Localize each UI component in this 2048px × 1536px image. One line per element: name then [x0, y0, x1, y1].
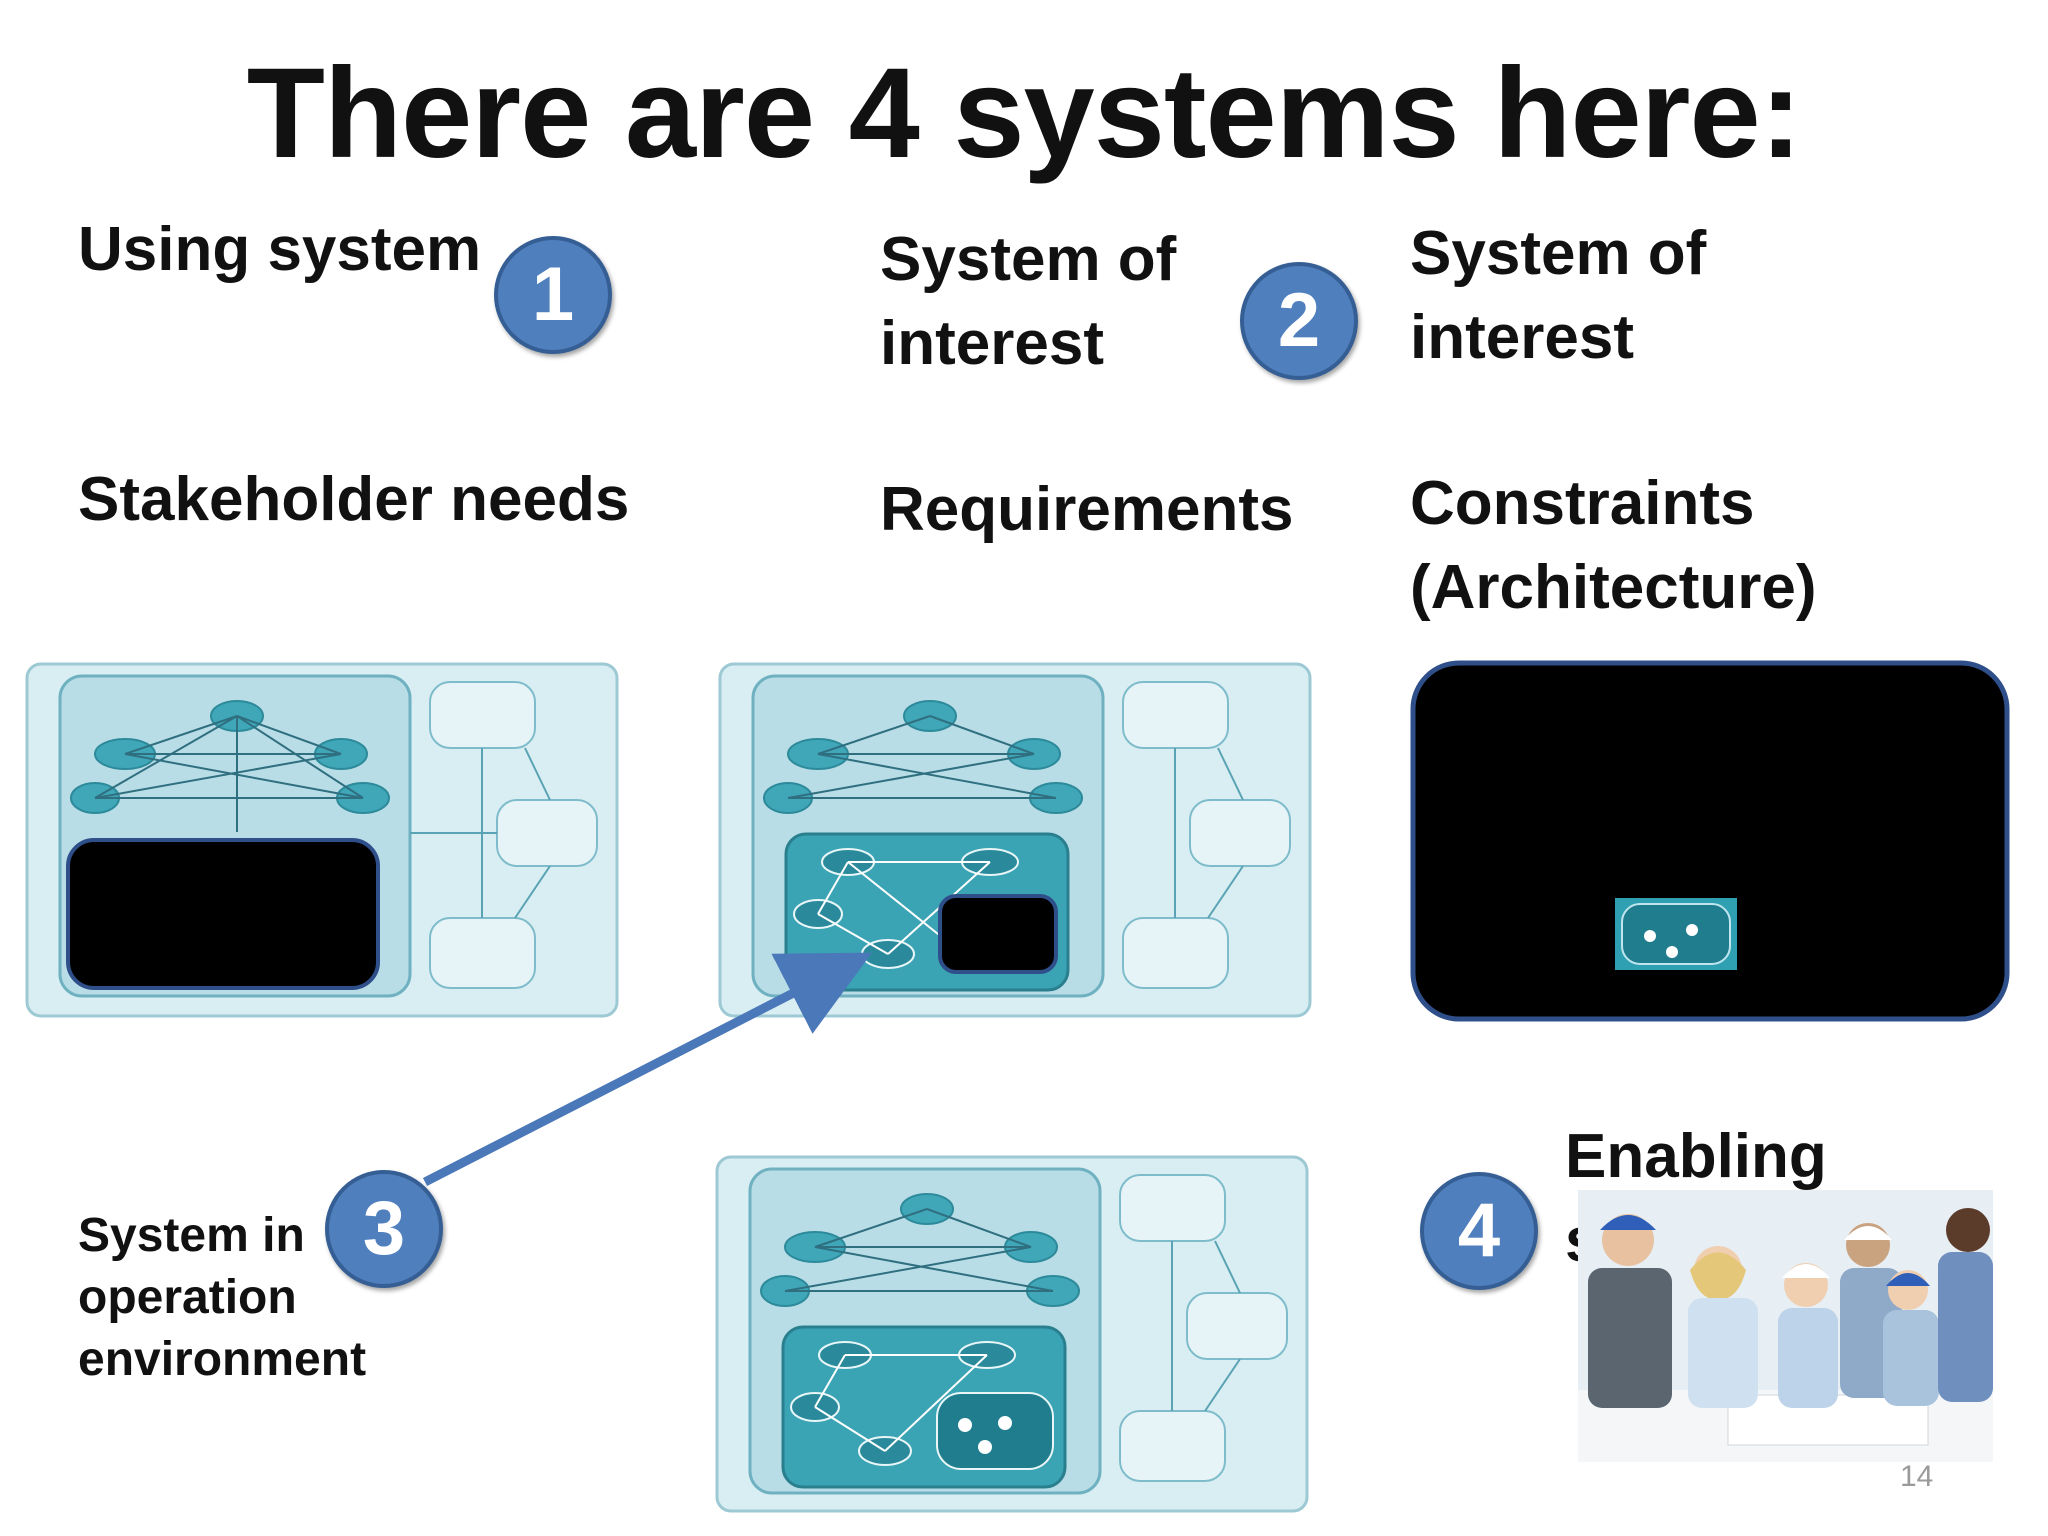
badge-3: 3 — [325, 1170, 443, 1288]
system-of-interest-1-line-2: interest — [880, 309, 1104, 378]
constraints-line-2: (Architecture) — [1410, 553, 1817, 622]
enabling-system-photo — [1578, 1190, 1993, 1462]
system-of-interest-label-1: System of interest — [880, 218, 1176, 386]
system-in-operation-line-1: System in — [78, 1209, 305, 1262]
transportation-diagram-3 — [715, 1155, 1309, 1513]
system-in-operation-line-2: operation — [78, 1271, 297, 1324]
system-of-interest-2-line-2: interest — [1410, 303, 1634, 372]
engineers-team-image — [1578, 1190, 1993, 1462]
system-in-operation-label: System in operation environment — [78, 1205, 366, 1391]
system-of-interest-2-line-1: System of — [1410, 219, 1707, 288]
badge-2: 2 — [1240, 262, 1358, 380]
badge-4: 4 — [1420, 1172, 1538, 1290]
stakeholder-needs-label: Stakeholder needs — [78, 465, 630, 534]
transportation-diagram-1 — [25, 662, 619, 1018]
slide-title: There are 4 systems here: — [246, 42, 1803, 185]
system-in-operation-line-3: environment — [78, 1333, 367, 1386]
system-of-interest-label-2: System of interest — [1410, 212, 1706, 380]
page-number: 14 — [1900, 1460, 1934, 1493]
badge-1: 1 — [494, 236, 612, 354]
using-system-label: Using system — [78, 215, 482, 284]
constraints-label: Constraints (Architecture) — [1410, 462, 1817, 630]
transportation-diagram-2 — [718, 662, 1312, 1018]
system-of-interest-1-line-1: System of — [880, 225, 1177, 294]
constraints-architecture-panel — [1410, 660, 2010, 1022]
requirements-label: Requirements — [880, 475, 1294, 544]
constraints-line-1: Constraints — [1410, 469, 1755, 538]
